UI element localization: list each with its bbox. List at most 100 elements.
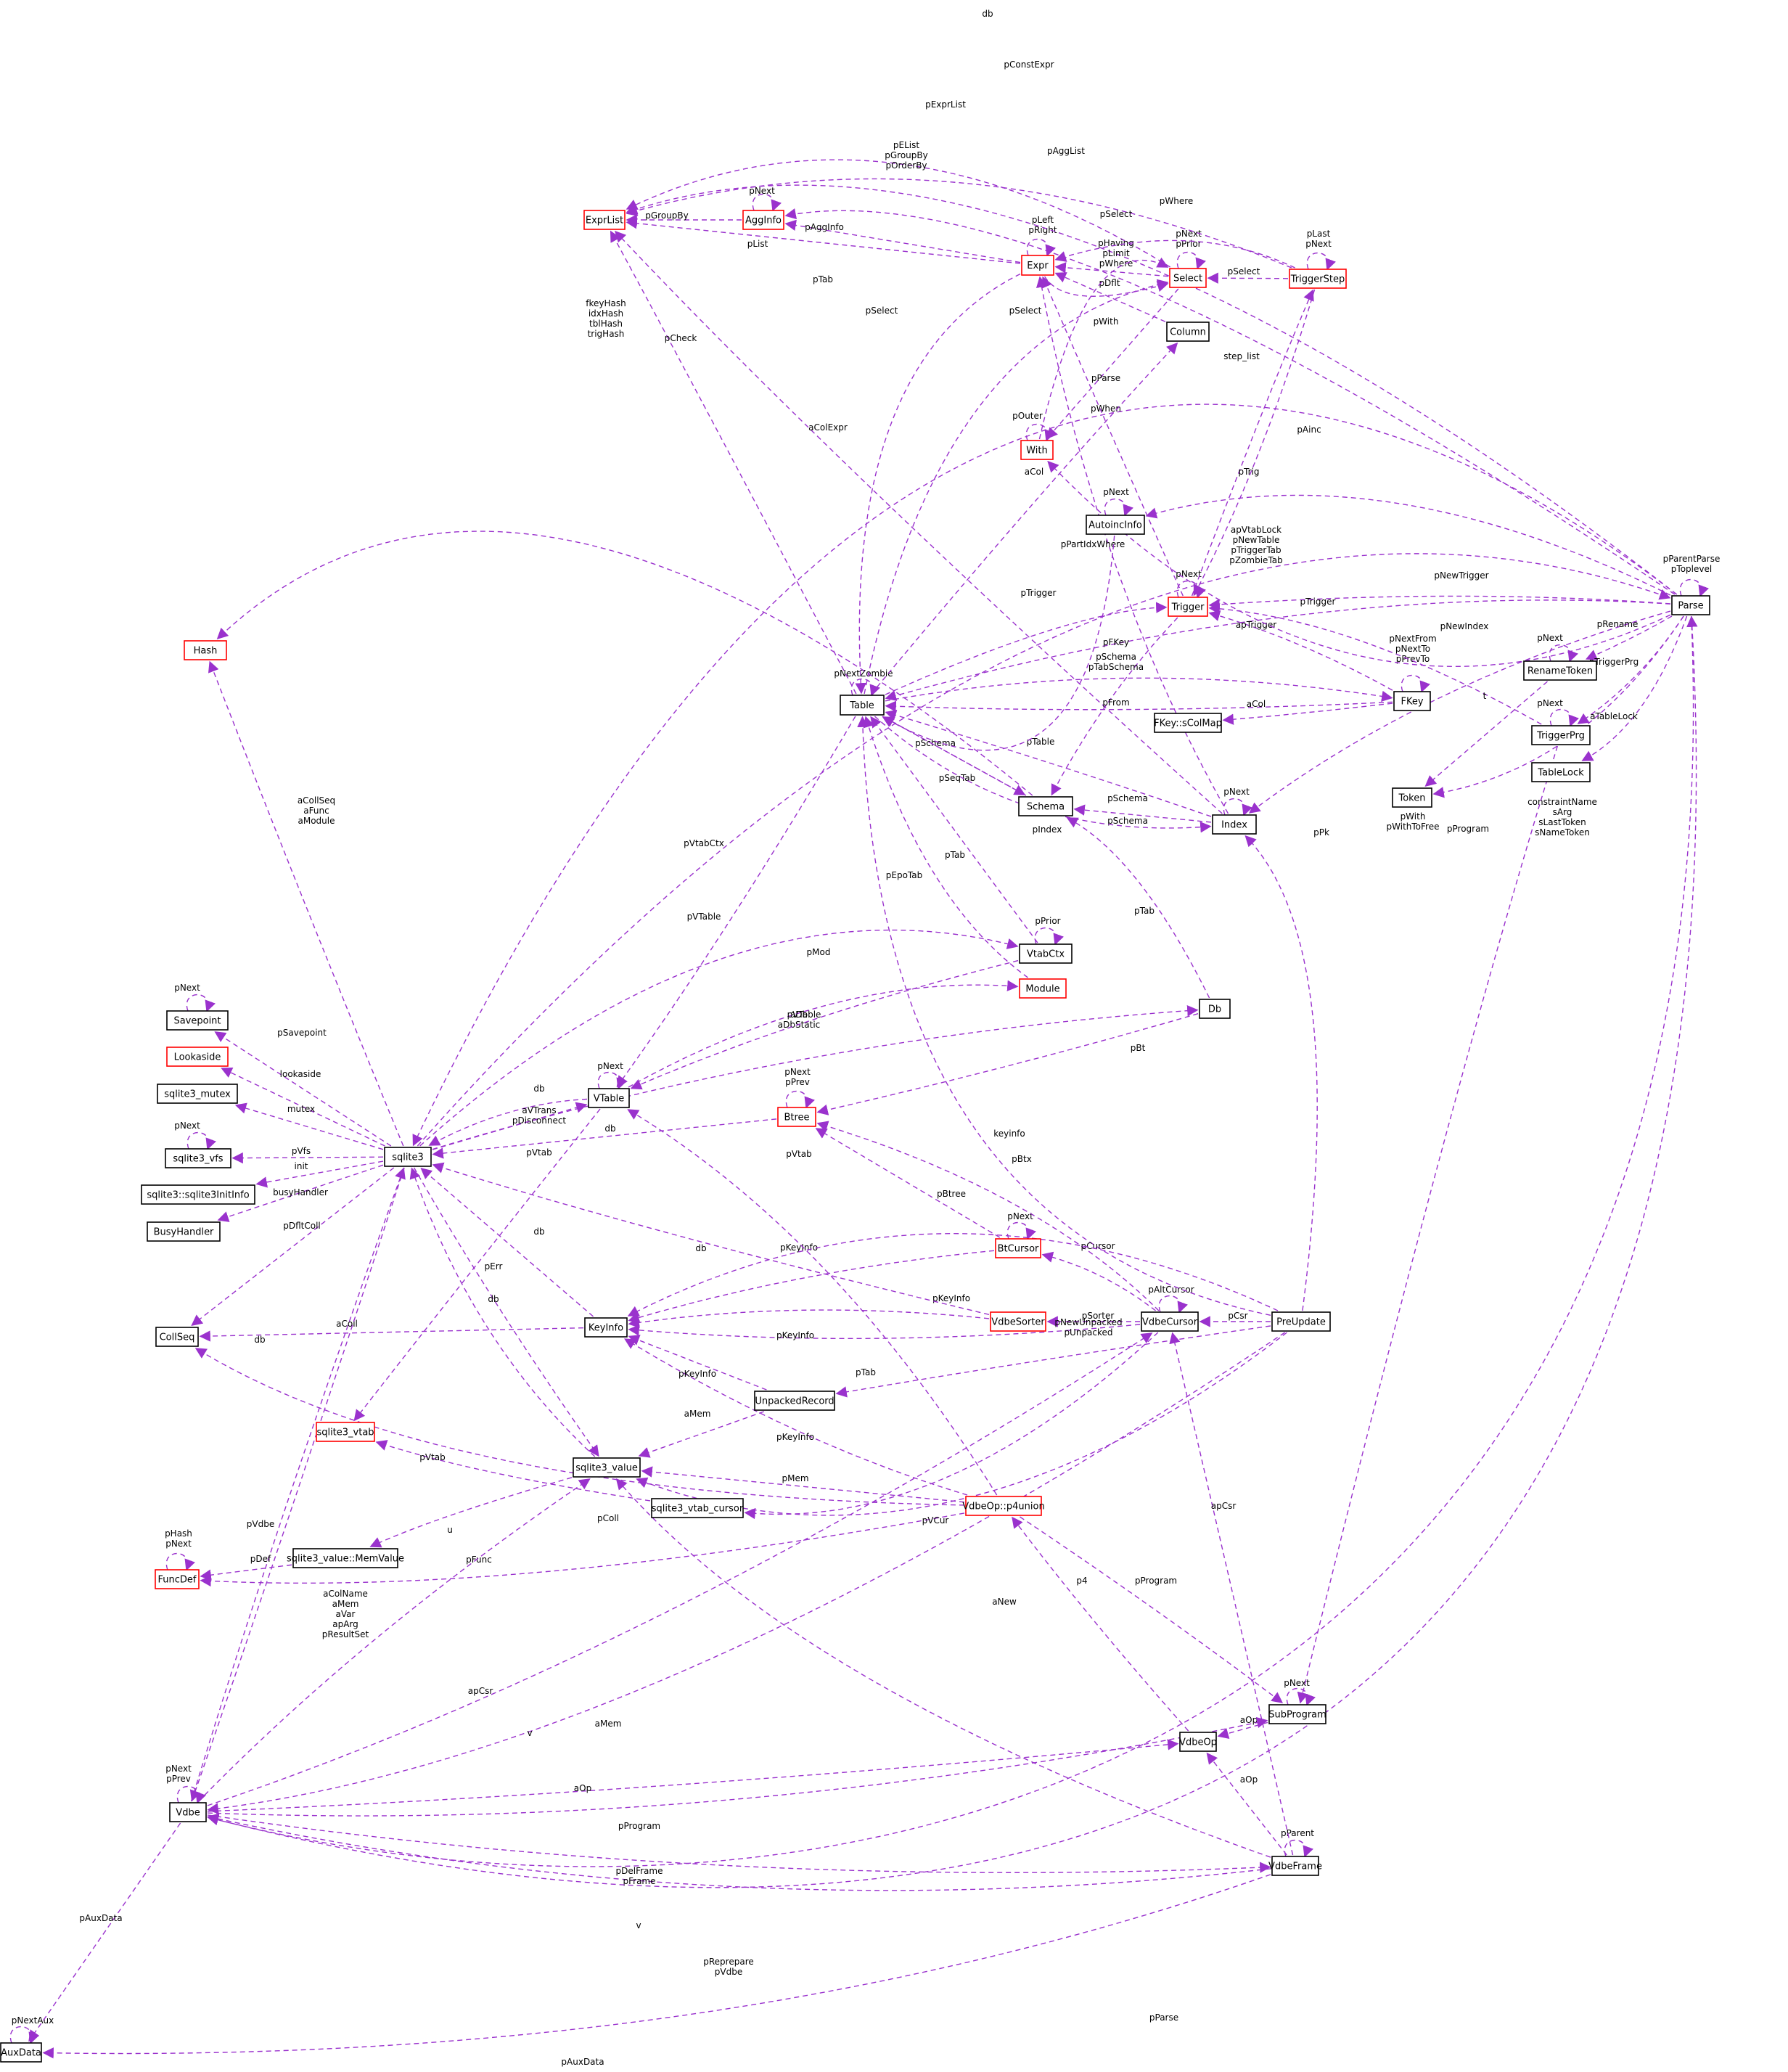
edge-label: busyHandler bbox=[273, 1187, 328, 1197]
node-auxdata[interactable]: AuxData bbox=[0, 2042, 42, 2063]
node-tablelock[interactable]: TableLock bbox=[1531, 762, 1591, 782]
node-vtable[interactable]: VTable bbox=[588, 1088, 630, 1108]
edge-Parse-sqlite3: db bbox=[412, 9, 1677, 1147]
edge-PreUpdate-Table: pTab bbox=[856, 716, 1271, 1377]
edge-label: pDef bbox=[250, 1554, 271, 1564]
node-agginfo[interactable]: AggInfo bbox=[742, 210, 784, 230]
node-expr[interactable]: Expr bbox=[1021, 255, 1054, 276]
edge-sqlite3-CollSeq: pDfltColl bbox=[191, 1167, 395, 1326]
node-index[interactable]: Index bbox=[1212, 814, 1257, 835]
node-column[interactable]: Column bbox=[1166, 322, 1210, 342]
node-module[interactable]: Module bbox=[1019, 978, 1067, 999]
edge-label: aColExpr bbox=[808, 422, 848, 433]
node-triggerprg[interactable]: TriggerPrg bbox=[1531, 725, 1591, 745]
node-sqlite3_vtab[interactable]: sqlite3_vtab bbox=[316, 1422, 375, 1442]
node-vdbeframe[interactable]: VdbeFrame bbox=[1268, 1856, 1322, 1876]
edge-label: db bbox=[533, 1084, 544, 1094]
node-select[interactable]: Select bbox=[1169, 268, 1207, 288]
node-vdbe[interactable]: Vdbe bbox=[169, 1802, 207, 1822]
edge-label: aOp bbox=[1240, 1715, 1258, 1725]
edge-sqlite3-Parse: pParse bbox=[417, 373, 1671, 1147]
node-trigger[interactable]: Trigger bbox=[1168, 597, 1208, 617]
node-preupdate[interactable]: PreUpdate bbox=[1271, 1311, 1331, 1332]
edge-Parse-ExprList: pConstExpr bbox=[626, 60, 1678, 595]
edge-label: pTriggerPrg bbox=[1589, 657, 1639, 667]
node-label: VdbeSorter bbox=[991, 1317, 1045, 1328]
node-subprogram[interactable]: SubProgram bbox=[1268, 1704, 1326, 1724]
edge-AuxData-AuxData-self: pNextAux bbox=[9, 2015, 54, 2044]
node-sqlite3initinfo[interactable]: sqlite3::sqlite3InitInfo bbox=[141, 1184, 255, 1205]
edge-With-Select: pSelect bbox=[1038, 209, 1169, 440]
edge-label: pAggInfo bbox=[805, 222, 844, 232]
node-btcursor[interactable]: BtCursor bbox=[995, 1238, 1041, 1258]
node-vtabctx[interactable]: VtabCtx bbox=[1019, 943, 1073, 964]
edge-label: pAltCursor bbox=[1148, 1285, 1194, 1295]
node-lookaside[interactable]: Lookaside bbox=[166, 1047, 229, 1067]
edge-Parse-TableLock: aTableLock bbox=[1581, 615, 1688, 761]
node-label: TriggerStep bbox=[1290, 274, 1345, 285]
node-schema[interactable]: Schema bbox=[1018, 796, 1073, 816]
edge-label: pPrior bbox=[1035, 916, 1060, 926]
node-sqlite3_value[interactable]: sqlite3_value bbox=[573, 1457, 641, 1478]
edge-label: db bbox=[533, 1227, 544, 1237]
edge-label: pBt bbox=[1131, 1043, 1146, 1053]
node-table[interactable]: Table bbox=[840, 695, 885, 716]
node-sqlite3_vfs[interactable]: sqlite3_vfs bbox=[165, 1148, 231, 1168]
edge-sqlite3-Savepoint: pSavepoint bbox=[214, 1028, 392, 1147]
node-triggerstep[interactable]: TriggerStep bbox=[1289, 269, 1347, 289]
edge-VdbeOpp4union-VTable: pVtab bbox=[627, 1109, 998, 1496]
edge-label: pKeyInfo bbox=[776, 1330, 814, 1340]
edge-VdbeSorter-sqlite3: db bbox=[432, 1162, 990, 1316]
edge-label: pVfs bbox=[292, 1146, 311, 1156]
edge-label: pFunc bbox=[466, 1555, 492, 1565]
edge-label: pSchema bbox=[915, 738, 956, 748]
node-hash[interactable]: Hash bbox=[184, 640, 227, 660]
edge-Table-Select: pSelect bbox=[864, 279, 1169, 695]
edge-UnpackedRecord-KeyInfo: pKeyInfo bbox=[628, 1335, 767, 1391]
edge-label: pSeqTab bbox=[939, 773, 976, 783]
edge-label: pNextZombie bbox=[834, 668, 893, 679]
node-vdbeopp4union[interactable]: VdbeOp::p4union bbox=[962, 1496, 1045, 1516]
node-label: VdbeOp::p4union bbox=[962, 1502, 1044, 1512]
node-db[interactable]: Db bbox=[1199, 999, 1231, 1019]
node-memvalue[interactable]: sqlite3_value::MemValue bbox=[287, 1548, 404, 1568]
node-unpackedrecord[interactable]: UnpackedRecord bbox=[754, 1391, 835, 1411]
node-savepoint[interactable]: Savepoint bbox=[166, 1010, 229, 1031]
node-vdbeop[interactable]: VdbeOp bbox=[1179, 1732, 1217, 1752]
node-fkeyscolmap[interactable]: FKey::sColMap bbox=[1154, 713, 1222, 733]
edge-FKey-Trigger: apTrigger bbox=[1208, 610, 1393, 691]
node-vdbecursor[interactable]: VdbeCursor bbox=[1141, 1311, 1199, 1332]
edge-VdbeFrame-VdbeFrame-self: pParent bbox=[1281, 1828, 1314, 1858]
node-with[interactable]: With bbox=[1020, 440, 1054, 460]
node-exprlist[interactable]: ExprList bbox=[583, 210, 626, 230]
node-vdbesorter[interactable]: VdbeSorter bbox=[990, 1311, 1046, 1332]
edge-VdbeFrame-AuxData: pAuxData bbox=[42, 1874, 1271, 2067]
node-keyinfo[interactable]: KeyInfo bbox=[584, 1317, 628, 1338]
node-btree[interactable]: Btree bbox=[777, 1107, 816, 1127]
node-renametoken[interactable]: RenameToken bbox=[1523, 660, 1597, 681]
edge-label: aCol bbox=[1247, 699, 1266, 709]
node-sqlite3_mutex[interactable]: sqlite3_mutex bbox=[157, 1084, 238, 1104]
node-collseq[interactable]: CollSeq bbox=[155, 1327, 199, 1347]
node-sqlite3[interactable]: sqlite3 bbox=[384, 1147, 432, 1167]
edge-label: aCol bbox=[1025, 467, 1043, 477]
edge-label: pKeyInfo bbox=[780, 1242, 818, 1253]
edge-label: db bbox=[695, 1243, 706, 1253]
node-label: sqlite3 bbox=[392, 1152, 424, 1163]
node-sqlite3_vtab_cursor[interactable]: sqlite3_vtab_cursor bbox=[651, 1498, 744, 1518]
edge-sqlite3_value-MemValue: u bbox=[369, 1477, 573, 1548]
edge-VdbeOpp4union-CollSeq: pColl bbox=[194, 1348, 965, 1523]
node-busyhandler[interactable]: BusyHandler bbox=[147, 1221, 221, 1242]
edge-sqlite3-BusyHandler: busyHandler bbox=[217, 1164, 384, 1222]
edge-Table-Table-self: pNextZombie bbox=[834, 668, 893, 697]
node-fkey[interactable]: FKey bbox=[1393, 691, 1431, 711]
edge-UnpackedRecord-sqlite3_value: aMem bbox=[638, 1409, 765, 1458]
node-parse[interactable]: Parse bbox=[1671, 595, 1710, 615]
node-autoincinfo[interactable]: AutoincInfo bbox=[1086, 515, 1145, 535]
node-funcdef[interactable]: FuncDef bbox=[155, 1569, 200, 1589]
node-token[interactable]: Token bbox=[1392, 787, 1432, 808]
